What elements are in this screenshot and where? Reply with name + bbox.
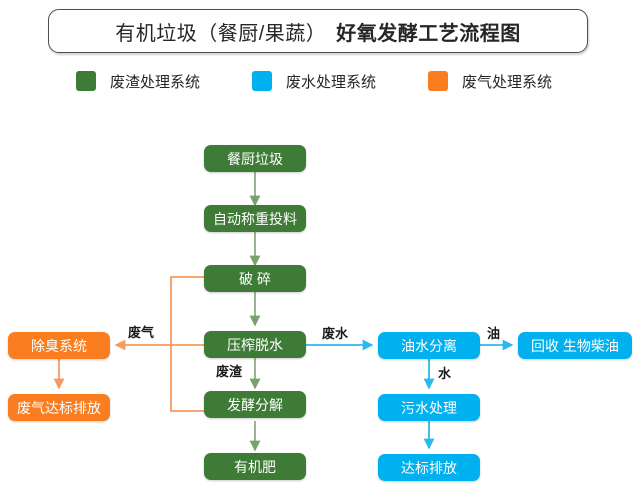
node-standard-discharge[interactable]: 达标排放	[378, 454, 480, 481]
node-gas-standard-discharge[interactable]: 废气达标排放	[8, 394, 110, 421]
edge-label-waste-gas: 废气	[126, 322, 157, 341]
node-deodorization-system[interactable]: 除臭系统	[8, 332, 110, 359]
node-crushing[interactable]: 破 碎	[204, 265, 306, 292]
node-label: 发酵分解	[227, 396, 283, 413]
node-label: 除臭系统	[31, 337, 87, 354]
node-press-dewater[interactable]: 压榨脱水	[204, 331, 306, 358]
legend-item-solid-waste: 废渣处理系统	[76, 66, 200, 96]
edge-label-water: 水	[436, 363, 454, 382]
legend-label-waste-gas: 废气处理系统	[462, 73, 553, 91]
legend-item-waste-gas: 废气处理系统	[428, 66, 552, 96]
node-label: 有机肥	[234, 458, 276, 475]
node-label: 污水处理	[401, 399, 457, 416]
node-ferment-decompose[interactable]: 发酵分解	[204, 391, 306, 418]
node-label: 废气达标排放	[17, 399, 101, 416]
title-regular-part: 有机垃圾（餐厨/果蔬）	[115, 22, 327, 45]
edge-label-waste-residue: 废渣	[214, 361, 245, 380]
node-label: 回收 生物柴油	[531, 337, 619, 354]
chart-title-box: 有机垃圾（餐厨/果蔬） 好氧发酵工艺流程图	[48, 9, 588, 53]
edge-label-oil: 油	[485, 323, 503, 342]
node-label: 油水分离	[401, 337, 457, 354]
node-oil-water-separation[interactable]: 油水分离	[378, 332, 480, 359]
edge-label-waste-water: 废水	[320, 323, 351, 342]
orange-swatch-icon	[428, 71, 448, 91]
legend-item-waste-water: 废水处理系统	[252, 66, 376, 96]
blue-swatch-icon	[252, 71, 272, 91]
page-title: 有机垃圾（餐厨/果蔬） 好氧发酵工艺流程图	[115, 17, 521, 46]
node-organic-fertilizer[interactable]: 有机肥	[204, 453, 306, 480]
node-auto-weigh-feed[interactable]: 自动称重投料	[204, 205, 306, 232]
legend-label-solid-waste: 废渣处理系统	[110, 73, 201, 91]
node-label: 自动称重投料	[213, 210, 297, 227]
title-bold-part: 好氧发酵工艺流程图	[336, 22, 521, 45]
node-sewage-treatment[interactable]: 污水处理	[378, 394, 480, 421]
node-label: 压榨脱水	[227, 336, 283, 353]
node-label: 餐厨垃圾	[227, 150, 283, 167]
edge-gas-trunk	[170, 276, 204, 412]
node-biodiesel-recovery[interactable]: 回收 生物柴油	[518, 332, 632, 359]
legend: 废渣处理系统 废水处理系统 废气处理系统	[0, 66, 638, 96]
node-label: 破 碎	[239, 270, 271, 287]
legend-label-waste-water: 废水处理系统	[286, 73, 377, 91]
green-swatch-icon	[76, 71, 96, 91]
node-kitchen-waste[interactable]: 餐厨垃圾	[204, 145, 306, 172]
node-label: 达标排放	[401, 459, 457, 476]
